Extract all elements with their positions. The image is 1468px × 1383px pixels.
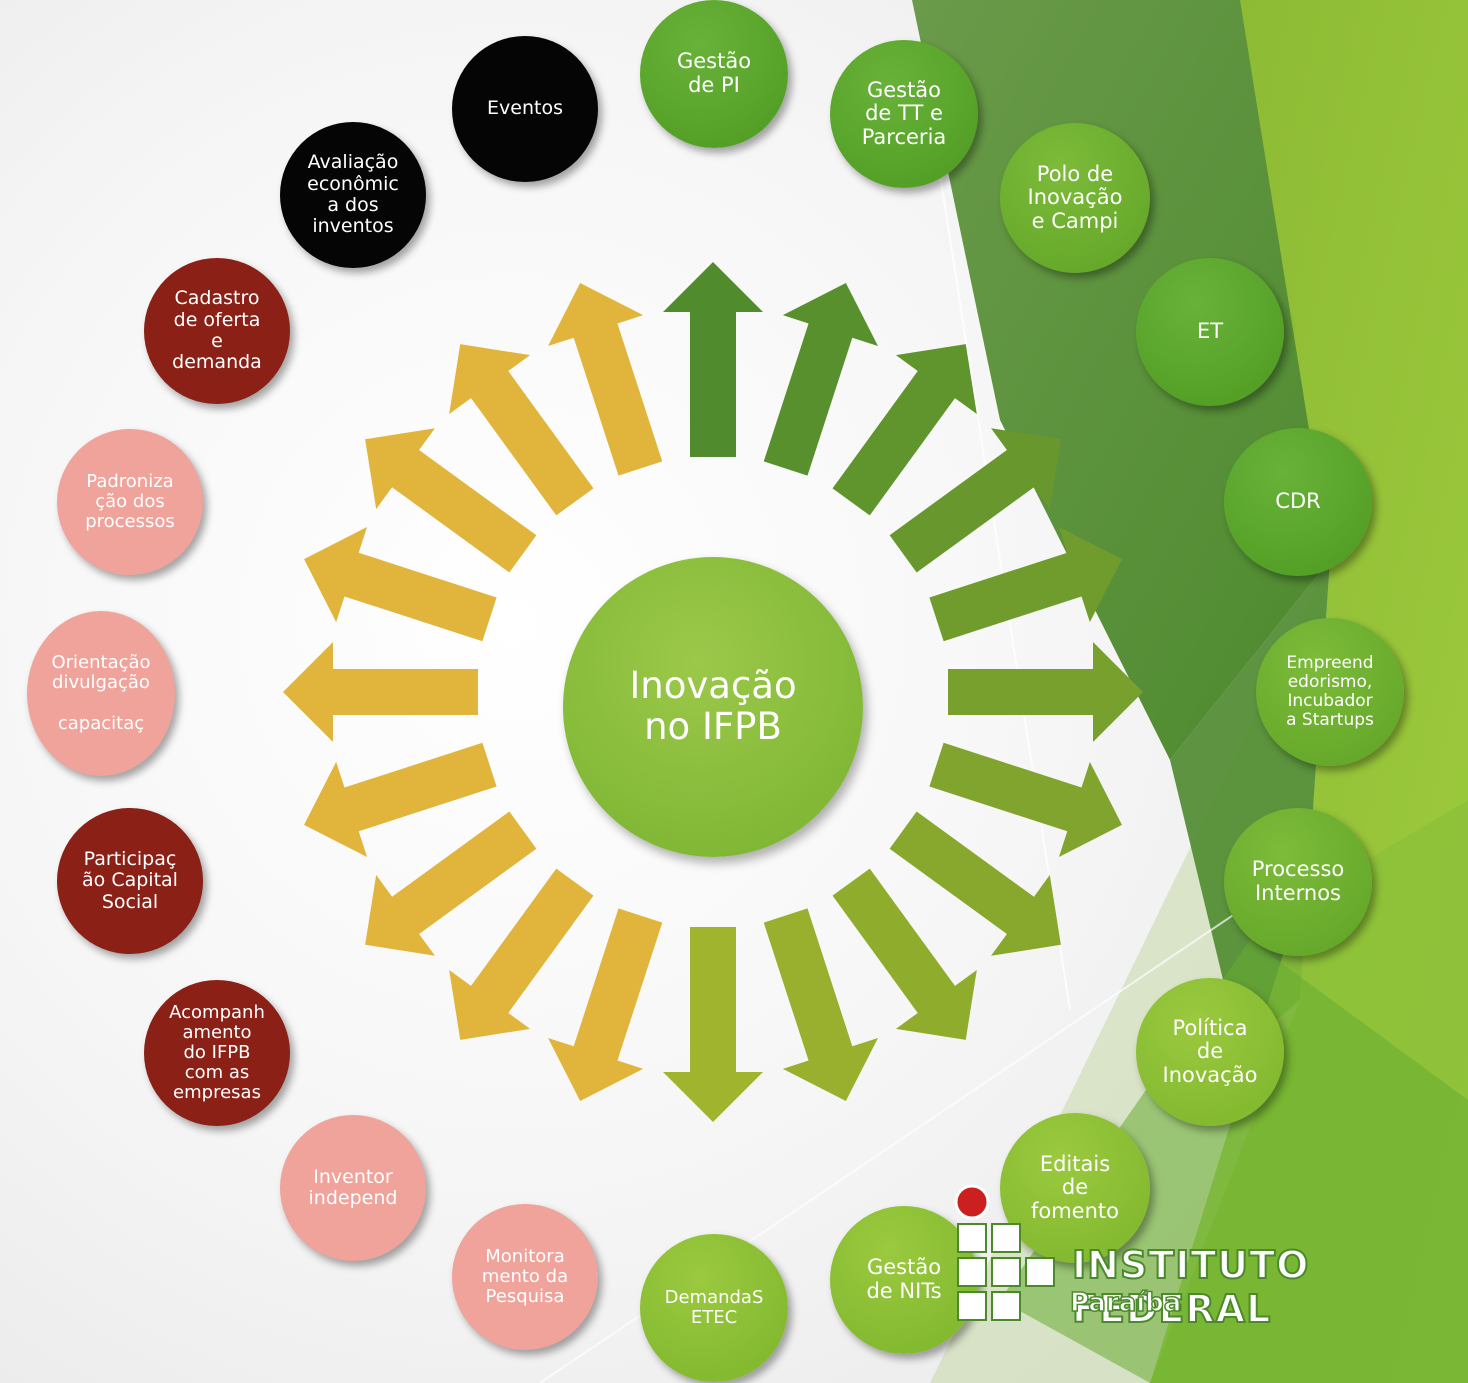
- center-circle: Inovação no IFPB: [563, 557, 863, 857]
- node-cadastro: Cadastro de oferta e demanda: [144, 258, 290, 404]
- node-gestao-nits: Gestão de NITs: [830, 1206, 978, 1354]
- node-et: ET: [1136, 258, 1284, 406]
- arrow-11: [663, 927, 763, 1122]
- node-label: Orientação divulgação capacitaç: [51, 652, 151, 734]
- bg-white-line-1: [929, 109, 1071, 1011]
- arrow-shape: [889, 428, 1061, 573]
- arrow-17: [304, 527, 497, 642]
- arrow-shape: [548, 908, 663, 1101]
- logo-square-4: [991, 1257, 1021, 1287]
- arrow-1: [663, 262, 763, 457]
- arrow-shape: [889, 811, 1061, 956]
- arrow-3: [832, 344, 977, 516]
- arrow-5: [929, 527, 1122, 642]
- arrow-10: [763, 908, 878, 1101]
- if-logo: [950, 1180, 1460, 1330]
- node-label: Padroniza ção dos processos: [85, 470, 175, 533]
- arrow-shape: [929, 742, 1122, 857]
- arrow-shape: [304, 742, 497, 857]
- node-label: Eventos: [487, 97, 563, 120]
- arrow-shape: [449, 344, 594, 516]
- arrow-shape: [449, 868, 594, 1040]
- arrow-shape: [832, 868, 977, 1040]
- arrow-shape: [763, 908, 878, 1101]
- node-label: Gestão de PI: [676, 49, 752, 97]
- node-avaliacao: Avaliação econômic a dos inventos: [280, 122, 426, 268]
- node-eventos: Eventos: [452, 36, 598, 182]
- node-label: Processo Internos: [1251, 857, 1345, 905]
- arrow-13: [449, 868, 594, 1040]
- arrow-8: [889, 811, 1061, 956]
- arrow-shape: [548, 283, 663, 476]
- arrow-shape: [365, 428, 537, 573]
- arrow-shape: [663, 927, 763, 1122]
- node-label: Editais de fomento: [1030, 1151, 1119, 1223]
- arrow-shape: [929, 527, 1122, 642]
- logo-red-dot: [954, 1184, 990, 1220]
- arrow-15: [304, 742, 497, 857]
- arrow-9: [832, 868, 977, 1040]
- arrow-2: [763, 283, 878, 476]
- node-label: Monitora mento da Pesquisa: [481, 1245, 569, 1308]
- arrow-14: [365, 811, 537, 956]
- node-label: Avaliação econômic a dos inventos: [307, 151, 399, 238]
- node-empreendedorismo: Empreend edorismo, Incubador a Startups: [1256, 618, 1404, 766]
- arrow-shape: [365, 811, 537, 956]
- logo-square-1: [957, 1223, 987, 1253]
- node-gestao-tt: Gestão de TT e Parceria: [830, 40, 978, 188]
- node-label: Cadastro de oferta e demanda: [172, 287, 262, 374]
- bg-mid-green-lower: [1000, 940, 1468, 1383]
- logo-square-5: [1025, 1257, 1055, 1287]
- arrow-shape: [283, 642, 478, 742]
- node-label: Participaç ão Capital Social: [82, 848, 178, 913]
- node-orientacao: Orientação divulgação capacitaç: [27, 611, 175, 776]
- arrow-7: [929, 742, 1122, 857]
- node-padronizacao: Padroniza ção dos processos: [57, 429, 203, 575]
- arrow-6: [948, 642, 1143, 742]
- node-cdr: CDR: [1224, 428, 1372, 576]
- node-polo-inovacao: Polo de Inovação e Campi: [1000, 123, 1150, 273]
- node-label: Política de Inovação: [1162, 1015, 1258, 1087]
- logo-square-3: [957, 1257, 987, 1287]
- node-participacao: Participaç ão Capital Social: [57, 808, 203, 954]
- node-label: Gestão de NITs: [866, 1255, 942, 1303]
- node-label: Inventor independ: [308, 1165, 398, 1209]
- node-monitoramento: Monitora mento da Pesquisa: [452, 1204, 598, 1350]
- arrow-shape: [763, 283, 878, 476]
- arrow-18: [365, 428, 537, 573]
- logo-square-7: [991, 1291, 1021, 1321]
- node-gestao-pi: Gestão de PI: [640, 0, 788, 148]
- logo-square-2: [991, 1223, 1021, 1253]
- node-inventor: Inventor independ: [280, 1115, 426, 1261]
- arrow-16: [283, 642, 478, 742]
- arrow-12: [548, 908, 663, 1101]
- node-label: Empreend edorismo, Incubador a Startups: [1286, 652, 1374, 731]
- node-acompanhamento: Acompanh amento do IFPB com as empresas: [144, 980, 290, 1126]
- logo-subtitle: Paraíba: [1069, 1287, 1182, 1319]
- arrow-shape: [304, 527, 497, 642]
- logo-title: INSTITUTO FEDERAL: [1071, 1242, 1310, 1332]
- node-politica-inovacao: Política de Inovação: [1136, 978, 1284, 1126]
- node-label: Acompanh amento do IFPB com as empresas: [169, 1001, 265, 1104]
- node-processo-internos: Processo Internos: [1224, 808, 1372, 956]
- node-label: ET: [1196, 319, 1224, 344]
- arrow-19: [449, 344, 594, 516]
- arrow-shape: [832, 344, 977, 516]
- node-editais-fomento: Editais de fomento: [1000, 1113, 1150, 1263]
- node-demandas-etec: DemandaS ETEC: [640, 1234, 788, 1382]
- arrow-20: [548, 283, 663, 476]
- node-label: Polo de Inovação e Campi: [1027, 161, 1123, 233]
- arrow-shape: [663, 262, 763, 457]
- center-label: Inovação no IFPB: [629, 664, 797, 748]
- arrow-4: [889, 428, 1061, 573]
- logo-square-6: [957, 1291, 987, 1321]
- if-logo-mark: [954, 1184, 1055, 1321]
- arrows-group: [283, 262, 1143, 1122]
- node-label: CDR: [1275, 489, 1321, 514]
- node-label: Gestão de TT e Parceria: [861, 77, 947, 149]
- node-label: DemandaS ETEC: [664, 1286, 764, 1328]
- arrow-shape: [948, 642, 1143, 742]
